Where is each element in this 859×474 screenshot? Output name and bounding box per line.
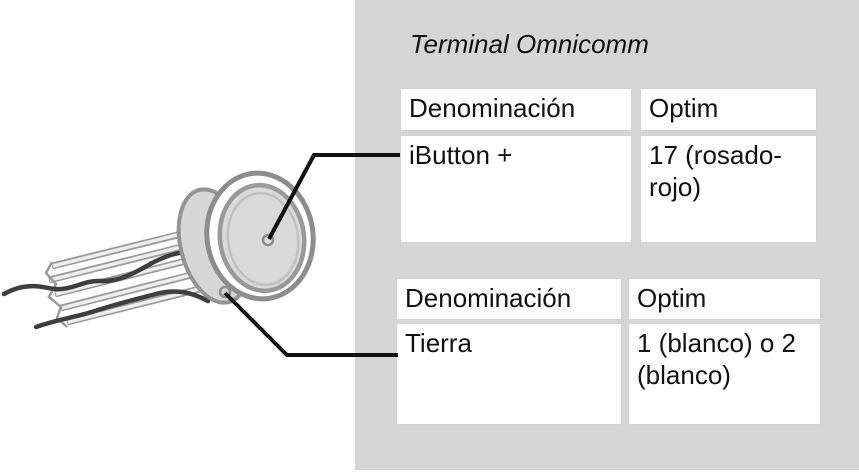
cable-tube bbox=[51, 225, 203, 270]
tierra-table: Denominación Optim Tierra 1 (blanco) o 2… bbox=[396, 278, 821, 425]
center-contact bbox=[261, 233, 275, 247]
sleeve-cut-edge bbox=[44, 261, 68, 328]
tierra-row-denominacion: Tierra bbox=[396, 323, 622, 425]
cable-sleeve bbox=[44, 225, 221, 328]
probe-face-inner bbox=[217, 182, 307, 294]
tierra-table-header-optim: Optim bbox=[628, 278, 821, 320]
rim-contact bbox=[218, 285, 232, 299]
cable-tube bbox=[54, 251, 211, 298]
probe-body bbox=[176, 187, 252, 305]
probe-face-inset-ring bbox=[226, 191, 300, 287]
panel-title: Terminal Omnicomm bbox=[410, 29, 649, 59]
tierra-table-header-denominacion: Denominación bbox=[396, 278, 622, 320]
ibutton-row-optim: 17 (rosado- rojo) bbox=[640, 135, 817, 243]
probe-face-outer bbox=[204, 170, 316, 302]
cable-tube bbox=[48, 237, 207, 284]
wire-lower bbox=[33, 289, 211, 330]
ibutton-table-header-denominacion: Denominación bbox=[400, 88, 632, 131]
ibutton-table-header-optim: Optim bbox=[640, 88, 817, 131]
ibutton-table: Denominación Optim iButton + 17 (rosado-… bbox=[400, 88, 817, 243]
wire-upper bbox=[1, 249, 201, 297]
cable-tube bbox=[66, 280, 221, 326]
ibutton-row-denominacion: iButton + bbox=[400, 135, 632, 243]
cable-tube bbox=[60, 265, 216, 312]
tierra-row-optim: 1 (blanco) o 2 (blanco) bbox=[628, 323, 821, 425]
